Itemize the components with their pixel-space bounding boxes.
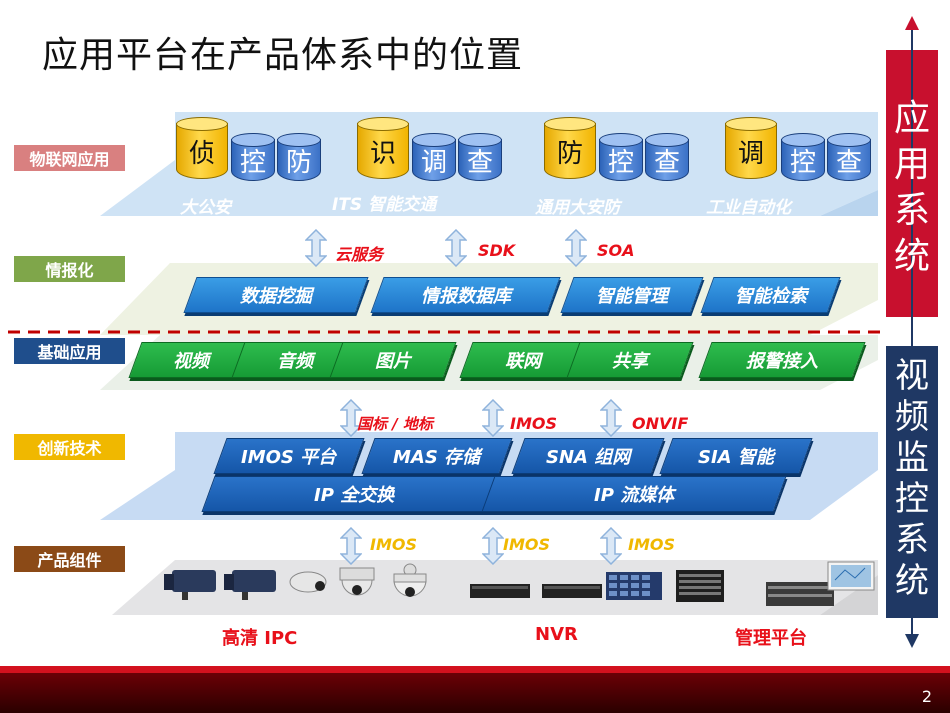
link-label: SOA: [597, 241, 635, 260]
double-arrow-icon: [482, 399, 504, 437]
side-text-app-system: 应用系统: [893, 98, 930, 277]
link-label: IMOS: [503, 535, 550, 554]
link-label: IMOS: [370, 535, 417, 554]
nvr-icon: [470, 584, 530, 598]
innov-box: IMOS 平台: [213, 438, 365, 474]
double-arrow-icon: [305, 229, 327, 267]
double-arrow-icon: [600, 399, 622, 437]
page-title: 应用平台在产品体系中的位置: [42, 35, 524, 76]
intel-box: 情报数据库: [370, 277, 561, 313]
box-camera-icon: [224, 570, 276, 600]
product-label: NVR: [535, 624, 578, 645]
side-text-video-system: 视频监控系统: [895, 356, 929, 601]
double-arrow-icon: [565, 229, 587, 267]
double-arrow-icon: [340, 527, 362, 565]
footer-bar: [0, 673, 950, 713]
double-arrow-icon: [445, 229, 467, 267]
bullet-camera-icon: [289, 571, 327, 593]
link-label: 国标 / 地标: [357, 415, 433, 433]
innov-box: SIA 智能: [659, 438, 813, 474]
layer-label-product: 产品组件: [14, 546, 125, 572]
nvr-icon: [542, 584, 602, 598]
app-label: ITS 智能交通: [332, 195, 437, 215]
intel-box: 数据挖掘: [183, 277, 369, 313]
base-box: 报警接入: [698, 342, 866, 378]
cylinder-sub: 控: [599, 133, 643, 181]
link-label: SDK: [478, 241, 516, 260]
cylinder-sub: 防: [277, 133, 321, 181]
cylinder-main: 侦: [176, 117, 228, 179]
dome-camera-icon: [393, 563, 427, 597]
cylinder-sub: 控: [231, 133, 275, 181]
page-number: 2: [921, 687, 932, 706]
link-label: IMOS: [628, 535, 675, 554]
layer-label-innov: 创新技术: [14, 434, 125, 460]
product-label: 高清 IPC: [222, 628, 298, 649]
vertical-axis-arrow-icon: [905, 16, 919, 648]
app-label: 通用大安防: [535, 198, 620, 218]
storage-array-icon: [606, 572, 662, 600]
base-box: 共享: [566, 342, 694, 378]
double-arrow-icon: [340, 399, 362, 437]
dome-camera-icon: [339, 567, 375, 596]
innov-box: SNA 组网: [511, 438, 665, 474]
link-label: ONVIF: [632, 414, 689, 433]
cylinder-sub: 查: [827, 133, 871, 181]
cylinder-main: 防: [544, 117, 596, 179]
server-icon: [766, 582, 834, 606]
cylinder-main: 识: [357, 117, 409, 179]
monitor-icon: [827, 561, 875, 591]
double-arrow-icon: [482, 527, 504, 565]
layer-label-base: 基础应用: [14, 338, 125, 364]
box-camera-icon: [164, 570, 216, 600]
double-arrow-icon: [600, 527, 622, 565]
cylinder-main: 调: [725, 117, 777, 179]
innov-box-wide: IP 流媒体: [481, 476, 787, 512]
cylinder-sub: 调: [412, 133, 456, 181]
cylinder-sub: 查: [458, 133, 502, 181]
layer-label-iot: 物联网应用: [14, 145, 125, 171]
cylinder-sub: 查: [645, 133, 689, 181]
product-label: 管理平台: [735, 628, 807, 649]
link-label: IMOS: [510, 414, 557, 433]
intel-box: 智能管理: [560, 277, 704, 313]
storage-array-icon: [676, 570, 724, 602]
footer-stripe: [0, 666, 950, 674]
link-label: 云服务: [335, 245, 384, 264]
innov-box-wide: IP 全交换: [201, 476, 507, 512]
cylinder-sub: 控: [781, 133, 825, 181]
app-label: 大公安: [180, 198, 231, 218]
innov-box: MAS 存储: [361, 438, 513, 474]
intel-box: 智能检索: [700, 277, 841, 313]
product-devices: [164, 561, 875, 606]
app-label: 工业自动化: [706, 198, 791, 218]
layer-label-intel: 情报化: [14, 256, 125, 282]
base-box: 图片: [329, 342, 457, 378]
